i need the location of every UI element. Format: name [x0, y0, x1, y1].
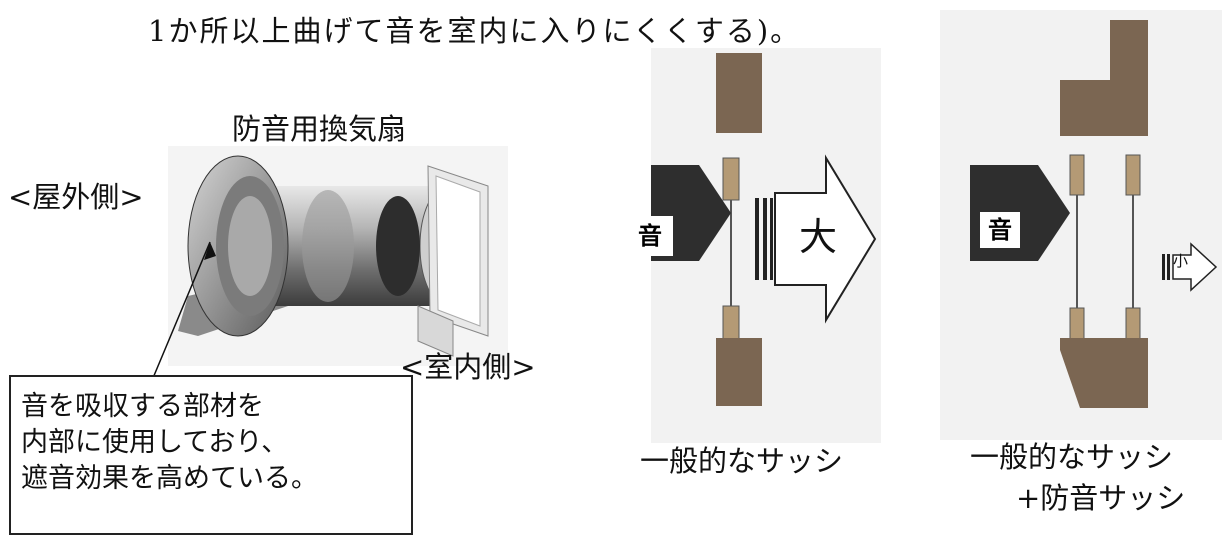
general-sash-diagram: 音 大 [627, 48, 881, 443]
soundproof-sash-diagram: 音 小 [940, 10, 1222, 440]
soundproof-sash-caption-1: 一般的なサッシ [970, 440, 1174, 474]
callout-line-2: 内部に使用しており、 [21, 427, 289, 458]
sound-in-label: 音 [627, 216, 673, 256]
sound-out-label-large: 大 [799, 215, 838, 259]
soundproof-fan-illustration [168, 146, 508, 366]
callout-box: 音を吸収する部材を 内部に使用しており、 遮音効果を高めている。 [9, 375, 413, 535]
sound-out-label-small: 小 [1173, 252, 1189, 270]
general-sash-caption: 一般的なサッシ [640, 444, 844, 478]
outdoor-side-label: <屋外側> [8, 180, 144, 214]
callout-leader-line [152, 241, 216, 379]
intro-text-line: 1か所以上曲げて音を室内に入りにくくする)。 [148, 14, 802, 48]
callout-line-1: 音を吸収する部材を [21, 391, 264, 422]
callout-line-3: 遮音効果を高めている。 [21, 463, 318, 494]
sound-in-label-2: 音 [980, 212, 1020, 248]
fan-title: 防音用換気扇 [232, 112, 407, 146]
soundproof-sash-caption-2: +防音サッシ [1016, 481, 1186, 515]
general-sash-drawing [651, 53, 877, 406]
indoor-side-label: <室内側> [400, 350, 536, 384]
